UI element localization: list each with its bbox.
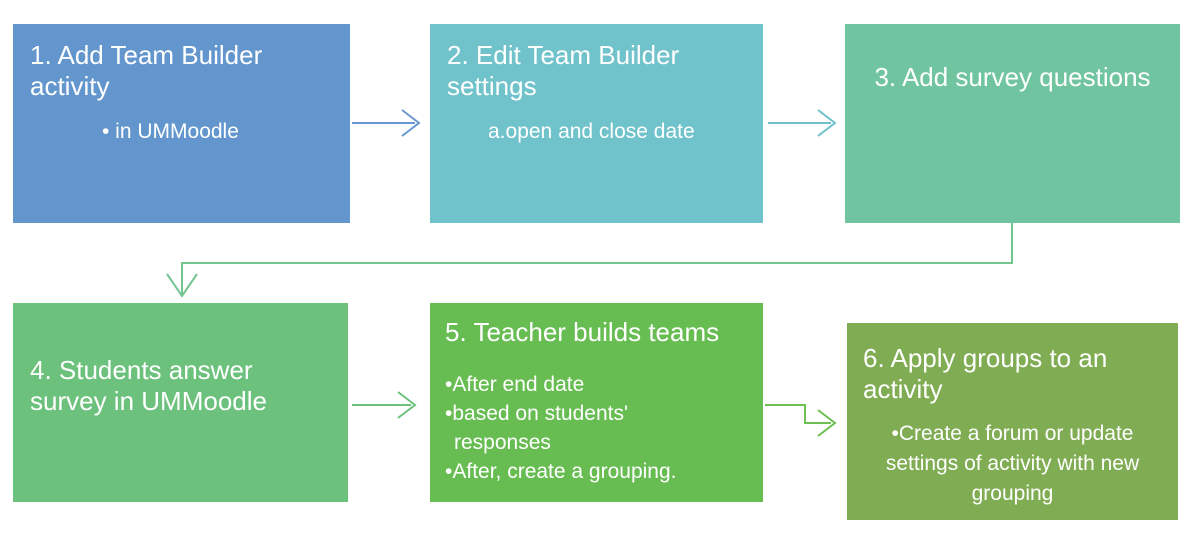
arrow-step2-to-step3-icon — [768, 109, 837, 137]
step-2-box: 2. Edit Team Builder settings a.open and… — [430, 24, 763, 223]
arrow-step5-to-step6-icon — [765, 404, 837, 437]
arrow-step4-to-step5-icon — [352, 391, 417, 419]
step-5-bullet-list: •After end date •based on students' resp… — [445, 370, 705, 486]
step-2-title: 2. Edit Team Builder settings — [447, 40, 680, 102]
step-1-box: 1. Add Team Builder activity • in UMMood… — [13, 24, 350, 223]
arrow-step1-to-step2-icon — [352, 109, 421, 137]
step-5-title: 5. Teacher builds teams — [445, 317, 720, 347]
step-3-box: 3. Add survey questions — [845, 24, 1180, 223]
step-5-bullet-3: •After, create a grouping. — [445, 460, 677, 484]
step-4-title: 4. Students answer survey in UMMoodle — [30, 355, 267, 417]
step-5-bullet-1: •After end date — [445, 373, 585, 397]
arrow-step3-to-step4-icon — [166, 223, 1013, 298]
step-6-title: 6. Apply groups to an activity — [863, 343, 1108, 405]
step-6-box: 6. Apply groups to an activity •Create a… — [847, 323, 1178, 520]
step-5-box: 5. Teacher builds teams •After end date … — [430, 303, 763, 502]
step-3-title: 3. Add survey questions — [874, 62, 1151, 92]
step-6-bullet: •Create a forum or update settings of ac… — [885, 422, 1140, 506]
step-5-bullet-2: •based on students' responses — [445, 402, 628, 455]
step-4-box: 4. Students answer survey in UMMoodle — [13, 303, 348, 502]
step-2-detail: a.open and close date — [488, 120, 695, 144]
step-1-title: 1. Add Team Builder activity — [30, 40, 263, 102]
step-1-bullet: • in UMMoodle — [102, 120, 239, 144]
